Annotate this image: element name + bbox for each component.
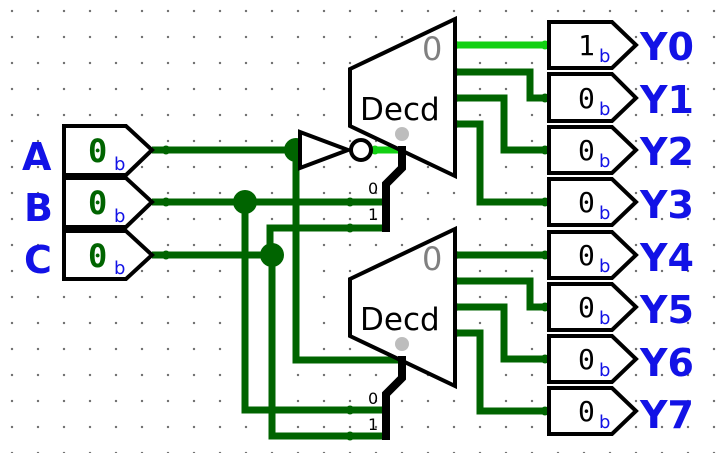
wire-b-branch [241,202,386,414]
output-y4-value: 0 [578,239,595,272]
decoder-bottom-body [348,225,457,390]
input-pin-c[interactable] [62,229,155,281]
output-y6-suffix: b [599,360,610,381]
wire-dec2-out3 [455,329,549,415]
output-y7-value: 0 [578,395,595,428]
output-y3: 0 b Y3 [547,177,694,227]
output-pin-y5 [547,282,639,332]
output-y3-label: Y3 [639,183,694,227]
output-y1-label: Y1 [639,78,694,122]
decoder-top-sel-0: 0 [368,179,378,198]
wire-dec2-out1 [455,277,549,311]
output-y0-value: 1 [578,29,595,62]
decoder-top[interactable]: 0 Decd 0 1 [348,15,457,232]
output-pin-y2 [547,125,639,175]
decoder-bottom-select-bus [382,356,406,440]
output-y2-suffix: b [599,151,610,172]
output-y2-value: 0 [578,134,595,167]
decoder-top-sel-1: 1 [368,205,378,224]
wires [152,41,549,440]
output-y3-value: 0 [578,186,595,219]
output-y0-suffix: b [599,46,610,67]
pin-dot [161,145,171,155]
output-y5: 0 b Y5 [547,282,694,332]
output-pin-y4 [547,230,639,280]
output-y1: 0 b Y1 [547,72,694,123]
wire-dec1-out3 [455,120,549,206]
output-pin-y3 [547,177,639,227]
input-c-suffix: b [114,258,125,279]
output-y4-label: Y4 [639,236,694,280]
decoder-bottom-label: Decd [360,302,440,338]
decoder-top-label: Decd [360,92,440,128]
output-y7-suffix: b [599,412,610,433]
pin-dot [345,223,355,233]
output-y1-suffix: b [599,99,610,120]
output-y7-label: Y7 [639,393,694,437]
output-y5-label: Y5 [639,288,694,332]
output-pin-y7 [547,386,639,436]
decoder-bottom-output-zero: 0 [422,240,442,278]
junction-c [260,243,284,267]
output-y5-value: 0 [578,291,595,324]
output-y6: 0 b Y6 [547,334,694,385]
output-y6-label: Y6 [639,341,694,385]
pin-dot [345,431,355,441]
decoder-top-enable-dot [395,127,409,141]
pin-dot [345,405,355,415]
output-y0: 1 b Y0 [547,20,694,70]
pin-dot [161,250,171,260]
not-gate-body [298,129,354,171]
input-pin-a[interactable] [62,124,155,177]
decoder-bottom-sel-0: 0 [368,389,378,408]
output-y4-suffix: b [599,256,610,277]
output-y1-value: 0 [578,82,595,115]
input-a[interactable]: A 0 b [22,124,155,179]
input-pin-b[interactable] [62,176,155,229]
wire-dec2-out2 [455,303,549,363]
output-y2-label: Y2 [639,130,694,174]
junction-b [233,190,257,214]
decoder-bottom-enable-dot [395,337,409,351]
wire-dec1-out2 [455,94,549,154]
input-a-label: A [22,135,52,179]
decoder-top-select-bus [382,146,406,232]
not-gate[interactable] [298,129,373,171]
input-b-suffix: b [114,206,125,227]
input-a-suffix: b [114,154,125,175]
decoder-bottom-sel-1: 1 [368,415,378,434]
input-a-value: 0 [88,132,107,170]
not-gate-bubble [349,138,373,162]
decoder-top-output-zero: 0 [422,30,442,68]
output-y2: 0 b Y2 [547,125,694,175]
output-pin-y1 [547,72,639,123]
pin-dot [345,197,355,207]
input-b[interactable]: B 0 b [24,176,155,230]
input-c-label: C [24,238,52,282]
output-pin-y6 [547,334,639,384]
output-pin-y0 [547,20,639,70]
output-y5-suffix: b [599,308,610,329]
output-y4: 0 b Y4 [547,230,694,280]
input-b-label: B [24,186,53,230]
input-b-value: 0 [88,184,107,222]
wire-dec1-out1 [455,68,549,102]
input-c-value: 0 [88,237,107,275]
wire-c-top [266,224,386,255]
output-y7: 0 b Y7 [547,386,694,437]
pin-dot [161,197,171,207]
decoder-bottom[interactable]: 0 Decd 0 1 [348,225,457,440]
output-y0-label: Y0 [639,25,694,69]
decoder-top-body [348,15,457,180]
input-c[interactable]: C 0 b [24,229,155,282]
output-y3-suffix: b [599,203,610,224]
output-y6-value: 0 [578,343,595,376]
